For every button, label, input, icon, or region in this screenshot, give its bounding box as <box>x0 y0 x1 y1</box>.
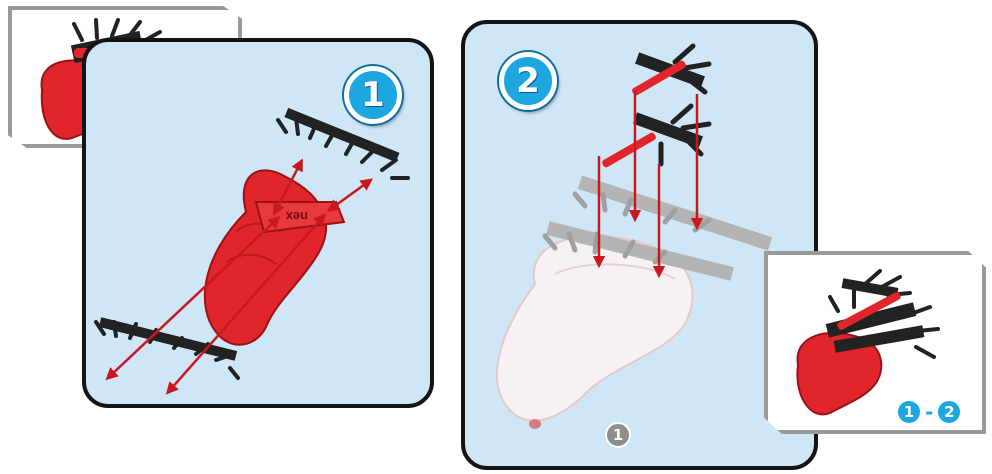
range-to-badge: 2 <box>936 399 962 425</box>
arrow-4 <box>332 182 368 208</box>
step-2-reference-badge: 1 <box>605 422 631 448</box>
step-1-badge: 1 <box>344 66 402 124</box>
step-1-panel: nex <box>82 38 434 408</box>
step-2-badge: 2 <box>499 52 557 110</box>
range-from-badge: 1 <box>896 399 922 425</box>
range-separator: - <box>925 400 933 424</box>
brand-mark: nex <box>285 209 308 224</box>
step-range-label: 1 - 2 <box>896 399 962 425</box>
inset-result-steps-1-2: 1 - 2 <box>764 251 986 434</box>
